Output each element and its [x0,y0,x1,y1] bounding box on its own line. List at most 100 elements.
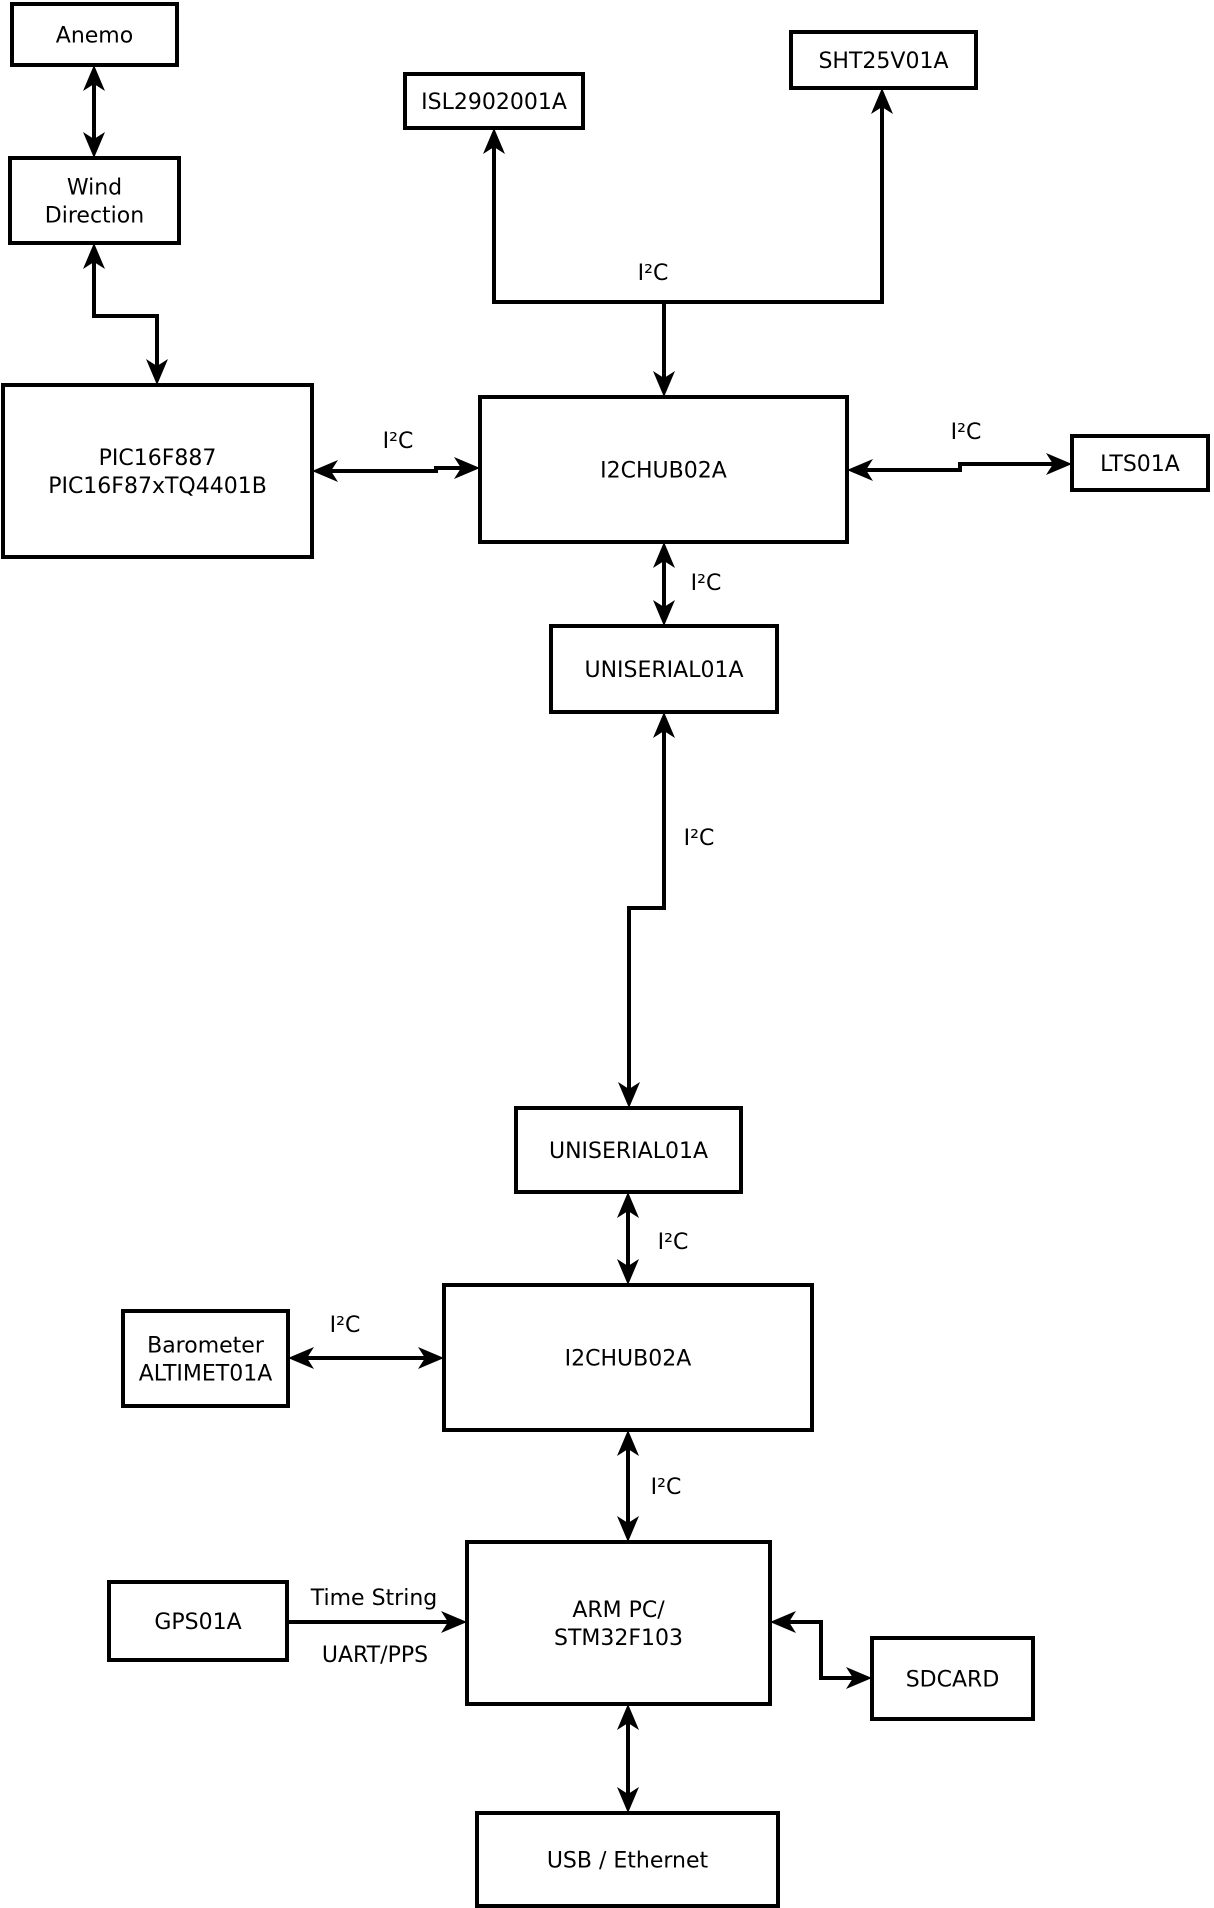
node-uniserial01a-1: UNISERIAL01A [549,624,779,714]
edge-uniserial1-uniserial2 [618,712,675,1108]
edge-line-uniserial1-uniserial2 [627,726,666,1094]
edge-line-hub1-lts01a [861,462,1058,472]
node-label-usb-ethernet: USB / Ethernet [547,1849,709,1874]
node-box-uniserial01a-2 [514,1106,743,1194]
label-i2c-uniserial2-hub2: I²C [658,1230,689,1255]
node-box-uniserial01a-1 [549,624,779,714]
node-isl2902001a: ISL2902001A [403,72,585,130]
arrowhead-icon [770,1611,796,1633]
arrowhead-icon [653,712,675,738]
node-label-anemo: Anemo [56,24,133,49]
node-box-i2chub02a-1 [478,395,849,544]
node-label-uniserial01a-2: UNISERIAL01A [549,1139,708,1164]
edge-isl-sht-bus [483,88,893,304]
arrowhead-icon [418,1347,444,1369]
label-i2c-hub1-uniserial1: I²C [691,571,722,596]
node-sdcard: SDCARD [870,1636,1035,1721]
edge-anemo-winddirection [83,65,105,158]
node-box-sdcard [870,1636,1035,1721]
node-label-sht25v01a: SHT25V01A [818,49,948,74]
node-box-wind-direction [8,156,181,245]
node-box-barometer-altimet01a [121,1309,290,1408]
edge-line-isl-sht-bus [492,102,884,304]
label-i2c-pic-hub1: I²C [383,429,414,454]
edge-armpc-sdcard [770,1611,872,1689]
arrowhead-icon [653,542,675,568]
node-box-i2chub02a-2 [442,1283,814,1432]
node-box-sht25v01a [789,30,978,90]
node-box-usb-ethernet [475,1811,780,1908]
arrowhead-icon [617,1430,639,1456]
edge-hub2-armpc [617,1430,639,1542]
node-sht25v01a: SHT25V01A [789,30,978,90]
arrowhead-icon [146,359,168,385]
node-i2chub02a-2: I2CHUB02A [442,1283,814,1432]
node-box-arm-pc-stm32f103 [465,1540,772,1706]
node-label-isl2902001a: ISL2902001A [421,90,567,115]
edge-pic-hub1 [312,457,480,482]
arrowhead-icon [617,1516,639,1542]
edge-gps-armpc [287,1611,467,1633]
arrowhead-icon [653,371,675,397]
arrowhead-icon [871,88,893,114]
label-i2c-uniserial-link: I²C [684,826,715,851]
arrowhead-icon [312,460,338,482]
arrowhead-icon [288,1347,314,1369]
node-label-uniserial01a-1: UNISERIAL01A [584,658,743,683]
node-anemo: Anemo [10,2,179,67]
arrowhead-icon [83,65,105,91]
edge-hub1-uniserial1 [653,542,675,626]
edge-armpc-usb [617,1704,639,1813]
node-usb-ethernet: USB / Ethernet [475,1811,780,1908]
node-label-arm-pc-stm32f103: ARM PC/STM32F103 [554,1598,683,1651]
edge-uniserial2-hub2 [617,1192,639,1285]
node-arm-pc-stm32f103: ARM PC/STM32F103 [465,1540,772,1706]
edge-line-winddirection-pic [92,257,159,371]
edge-bus-drop-hub1 [653,302,675,397]
arrowhead-icon [617,1704,639,1730]
edge-barometer-hub2 [288,1347,444,1369]
node-box-pic16f887 [1,383,314,559]
node-box-isl2902001a [403,72,585,130]
label-i2c-hub1-lts: I²C [951,420,982,445]
label-i2c-barometer-hub2: I²C [330,1313,361,1338]
arrowhead-icon [846,1667,872,1689]
node-label-i2chub02a-1: I2CHUB02A [600,459,727,484]
arrowhead-icon [483,128,505,154]
arrowhead-icon [653,600,675,626]
edge-line-armpc-sdcard [784,1620,858,1680]
arrowhead-icon [847,459,873,481]
node-lts01a: LTS01A [1070,434,1210,492]
arrowhead-icon [441,1611,467,1633]
node-box-anemo [10,2,179,67]
arrowhead-icon [83,243,105,269]
node-uniserial01a-2: UNISERIAL01A [514,1106,743,1194]
arrowhead-icon [617,1787,639,1813]
edge-line-pic-hub1 [326,466,466,473]
label-i2c-sensor-bus: I²C [638,261,669,286]
node-label-gps01a: GPS01A [154,1610,241,1635]
node-label-i2chub02a-2: I2CHUB02A [565,1347,692,1372]
label-uart-pps: UART/PPS [322,1643,428,1668]
arrowhead-icon [617,1259,639,1285]
arrowhead-icon [83,132,105,158]
label-time-string: Time String [310,1586,438,1611]
node-box-lts01a [1070,434,1210,492]
node-i2chub02a-1: I2CHUB02A [478,395,849,544]
arrowhead-icon [1046,453,1072,475]
edge-hub1-lts01a [847,453,1072,481]
node-box-gps01a [107,1580,289,1662]
node-label-lts01a: LTS01A [1100,452,1180,477]
label-i2c-hub2-armpc: I²C [651,1475,682,1500]
arrowhead-icon [618,1082,640,1108]
node-gps01a: GPS01A [107,1580,289,1662]
arrowhead-icon [617,1192,639,1218]
